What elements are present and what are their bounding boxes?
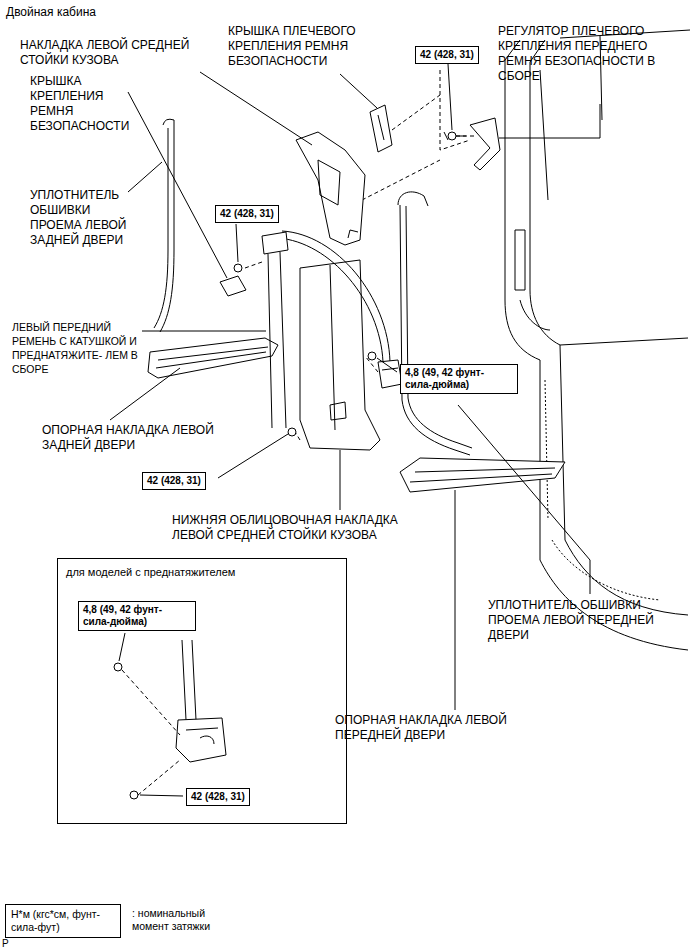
body-pillar bbox=[530, 40, 688, 615]
bolt bbox=[288, 428, 296, 436]
part-label: НАКЛАДКА ЛЕВОЙ СРЕДНЕЙ СТОЙКИ КУЗОВА bbox=[20, 38, 220, 68]
part-label: КРЫШКА КРЕПЛЕНИЯ РЕМНЯ БЕЗОПАСНОСТИ bbox=[30, 74, 145, 134]
anchor-cover bbox=[220, 276, 246, 296]
leader-line bbox=[236, 224, 238, 262]
seatbelt bbox=[278, 231, 390, 362]
torque-value: 42 (428, 31) bbox=[420, 49, 474, 61]
pillar-trim bbox=[318, 160, 358, 238]
bolt bbox=[114, 663, 122, 671]
torque-box: 42 (428, 31) bbox=[186, 788, 250, 806]
leader-line bbox=[455, 490, 456, 710]
inset-heading: для моделей с преднатяжителем bbox=[66, 565, 235, 579]
inset-panel: для моделей с преднатяжителем 4,8 (49, 42… bbox=[57, 558, 347, 824]
pillar-trim bbox=[296, 132, 365, 245]
body-pillar bbox=[505, 30, 690, 650]
torque-value: 4,8 (49, 42 фунт- сила-дюйма) bbox=[83, 604, 191, 628]
torque-value: Н*м (кгс*см, фунт-сила-фут) bbox=[11, 908, 115, 934]
weatherstrip bbox=[160, 119, 174, 332]
torque-value: 42 (428, 31) bbox=[191, 791, 245, 803]
part-label: КРЫШКА ПЛЕЧЕВОГО КРЕПЛЕНИЯ РЕМНЯ БЕЗОПАС… bbox=[228, 24, 378, 69]
leader-line bbox=[377, 358, 397, 372]
bolt bbox=[448, 132, 456, 140]
part-label: РЕГУЛЯТОР ПЛЕЧЕВОГО КРЕПЛЕНИЯ ПЕРЕДНЕГО … bbox=[498, 24, 684, 84]
scuff-plate bbox=[156, 347, 268, 368]
bolt bbox=[444, 132, 466, 140]
anchor-cover bbox=[370, 105, 392, 152]
scuff-plate bbox=[400, 458, 565, 492]
weatherstrip bbox=[406, 206, 472, 448]
part-label: ОПОРНАЯ НАКЛАДКА ЛЕВОЙ ПЕРЕДНЕЙ ДВЕРИ bbox=[335, 713, 535, 743]
seatbelt bbox=[262, 232, 288, 254]
torque-value: 4,8 (49, 42 фунт- сила-дюйма) bbox=[405, 367, 513, 391]
leader-line bbox=[142, 331, 266, 332]
adjuster bbox=[470, 118, 500, 170]
leader-line bbox=[340, 74, 377, 108]
pillar-trim bbox=[300, 260, 380, 450]
torque-box: 42 (428, 31) bbox=[415, 46, 479, 64]
leader-line bbox=[119, 633, 125, 661]
part-label: ЛЕВЫЙ ПЕРЕДНИЙ РЕМЕНЬ С КАТУШКОЙ И ПРЕДН… bbox=[12, 320, 142, 376]
torque-box: 42 (428, 31) bbox=[215, 205, 279, 223]
scuff-plate bbox=[148, 338, 278, 378]
leader-line bbox=[200, 72, 312, 145]
leader-line bbox=[140, 795, 183, 796]
leader-line bbox=[340, 450, 341, 510]
part-label: : номинальный момент затяжки bbox=[132, 907, 232, 933]
bolt bbox=[368, 352, 376, 360]
pillar-trim bbox=[330, 265, 346, 430]
leader-line bbox=[128, 92, 227, 278]
body-pillar bbox=[545, 380, 660, 600]
weatherstrip bbox=[154, 128, 168, 328]
leader-line bbox=[128, 162, 162, 192]
part-label: ОПОРНАЯ НАКЛАДКА ЛЕВОЙ ЗАДНЕЙ ДВЕРИ bbox=[42, 423, 247, 453]
leader-line bbox=[110, 368, 180, 420]
torque-value: 42 (428, 31) bbox=[220, 208, 274, 220]
torque-box: 4,8 (49, 42 фунт- сила-дюйма) bbox=[78, 601, 196, 631]
weatherstrip bbox=[398, 192, 470, 455]
torque-box: 42 (428, 31) bbox=[142, 472, 206, 490]
diagram-title: Двойная кабина bbox=[6, 5, 96, 20]
leader-line bbox=[499, 104, 600, 138]
retractor bbox=[378, 360, 402, 388]
retractor bbox=[176, 718, 226, 762]
seatbelt bbox=[268, 252, 286, 428]
part-label: P bbox=[2, 936, 9, 951]
seatbelt bbox=[182, 640, 196, 720]
assembly-line bbox=[122, 670, 180, 795]
torque-value: 42 (428, 31) bbox=[147, 475, 201, 487]
leader-line bbox=[218, 434, 288, 478]
leader-line bbox=[458, 405, 590, 594]
legend-box: Н*м (кгс*см, фунт-сила-фут) bbox=[5, 904, 121, 938]
body-pillar bbox=[515, 36, 688, 345]
scuff-plate bbox=[410, 468, 555, 482]
part-label: УПЛОТНИТЕЛЬ ОБШИВКИ ПРОЕМА ЛЕВОЙ ЗАДНЕЙ … bbox=[30, 188, 142, 248]
part-label: УПЛОТНИТЕЛЬ ОБШИВКИ ПРОЕМА ЛЕВОЙ ПЕРЕДНЕ… bbox=[488, 598, 658, 643]
bolt bbox=[130, 791, 138, 799]
bolt bbox=[234, 264, 242, 272]
torque-box: 4,8 (49, 42 фунт- сила-дюйма) bbox=[400, 364, 518, 394]
part-label: НИЖНЯЯ ОБЛИЦОВОЧНАЯ НАКЛАДКА ЛЕВОЙ СРЕДН… bbox=[172, 513, 442, 543]
leader-line bbox=[448, 64, 452, 130]
